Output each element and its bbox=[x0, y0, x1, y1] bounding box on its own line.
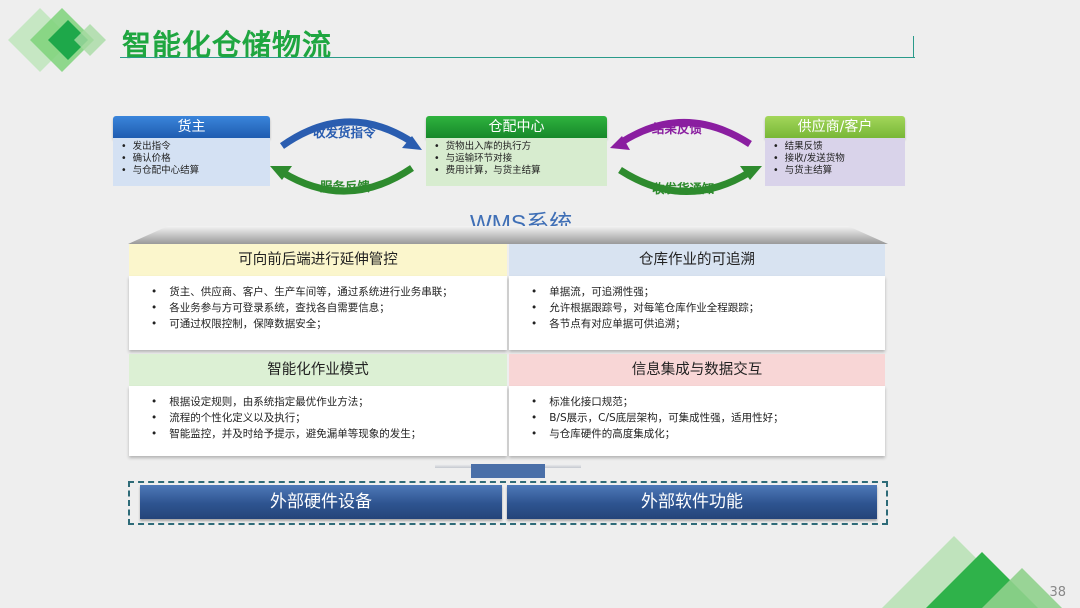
flow-label-result-feedback: 结果反馈 bbox=[652, 121, 703, 136]
list-item: 流程的个性化定义以及执行； bbox=[151, 410, 507, 426]
connector-shape bbox=[435, 464, 581, 478]
quadrant-body-integration: 标准化接口规范； B/S展示，C/S底层架构，可集成性强，适用性好； 与仓库硬件… bbox=[509, 386, 885, 456]
external-software-bar: 外部软件功能 bbox=[507, 485, 877, 519]
title-line-tick bbox=[913, 36, 914, 57]
party-owner-header: 货主 bbox=[113, 116, 270, 138]
corner-triangle-decoration bbox=[882, 536, 1062, 608]
party-center-body: 货物出入库的执行方 与运输环节对接 费用计算，与货主结算 bbox=[426, 138, 607, 186]
left-flow-arrows bbox=[270, 118, 422, 195]
list-item: 结果反馈 bbox=[773, 141, 899, 153]
party-center-header: 仓配中心 bbox=[426, 116, 607, 138]
party-supplier: 供应商/客户 结果反馈 接收/发送货物 与货主结算 bbox=[765, 116, 905, 186]
quadrant-body-smart-mode: 根据设定规则，由系统指定最优作业方法； 流程的个性化定义以及执行； 智能监控，并… bbox=[129, 386, 507, 456]
platform-top bbox=[128, 226, 888, 244]
quadrant-title-integration: 信息集成与数据交互 bbox=[509, 354, 885, 386]
external-systems-frame bbox=[128, 481, 888, 525]
list-item: 与仓配中心结算 bbox=[121, 165, 264, 177]
corner-diamond-decoration bbox=[8, 8, 106, 72]
party-supplier-header: 供应商/客户 bbox=[765, 116, 905, 138]
list-item: 可通过权限控制，保障数据安全； bbox=[151, 316, 507, 332]
list-item: 智能监控，并及时给予提示，避免漏单等现象的发生； bbox=[151, 426, 507, 442]
flow-label-commands: 收发货指令 bbox=[313, 125, 376, 140]
party-owner: 货主 发出指令 确认价格 与仓配中心结算 bbox=[113, 116, 270, 186]
page-title: 智能化仓储物流 bbox=[122, 28, 333, 62]
list-item: 接收/发送货物 bbox=[773, 153, 899, 165]
list-item: 确认价格 bbox=[121, 153, 264, 165]
list-item: 各业务参与方可登录系统，查找各自需要信息； bbox=[151, 300, 507, 316]
list-item: 与仓库硬件的高度集成化； bbox=[531, 426, 885, 442]
list-item: 货物出入库的执行方 bbox=[434, 141, 601, 153]
list-item: 与货主结算 bbox=[773, 165, 899, 177]
list-item: 货主、供应商、客户、生产车间等，通过系统进行业务串联； bbox=[151, 284, 507, 300]
quadrant-title-traceability: 仓库作业的可追溯 bbox=[509, 244, 885, 276]
party-center: 仓配中心 货物出入库的执行方 与运输环节对接 费用计算，与货主结算 bbox=[426, 116, 607, 186]
flow-label-service-feedback: 服务反馈 bbox=[320, 179, 371, 194]
list-item: 与运输环节对接 bbox=[434, 153, 601, 165]
list-item: 发出指令 bbox=[121, 141, 264, 153]
right-flow-arrows bbox=[610, 119, 762, 195]
list-item: B/S展示，C/S底层架构，可集成性强，适用性好； bbox=[531, 410, 885, 426]
quadrant-title-smart-mode: 智能化作业模式 bbox=[129, 354, 507, 386]
quadrant-body-traceability: 单据流，可追溯性强； 允许根据跟踪号，对每笔仓库作业全程跟踪； 各节点有对应单据… bbox=[509, 276, 885, 350]
list-item: 根据设定规则，由系统指定最优作业方法； bbox=[151, 394, 507, 410]
list-item: 标准化接口规范； bbox=[531, 394, 885, 410]
quadrant-title-extension: 可向前后端进行延伸管控 bbox=[129, 244, 507, 276]
list-item: 允许根据跟踪号，对每笔仓库作业全程跟踪； bbox=[531, 300, 885, 316]
party-supplier-body: 结果反馈 接收/发送货物 与货主结算 bbox=[765, 138, 905, 186]
title-underline bbox=[120, 57, 915, 58]
list-item: 单据流，可追溯性强； bbox=[531, 284, 885, 300]
page-number: 38 bbox=[1049, 585, 1066, 600]
flow-label-notice: 收发货通知 bbox=[652, 181, 715, 196]
list-item: 各节点有对应单据可供追溯； bbox=[531, 316, 885, 332]
external-hardware-bar: 外部硬件设备 bbox=[140, 485, 502, 519]
quadrant-body-extension: 货主、供应商、客户、生产车间等，通过系统进行业务串联； 各业务参与方可登录系统，… bbox=[129, 276, 507, 350]
list-item: 费用计算，与货主结算 bbox=[434, 165, 601, 177]
party-owner-body: 发出指令 确认价格 与仓配中心结算 bbox=[113, 138, 270, 186]
